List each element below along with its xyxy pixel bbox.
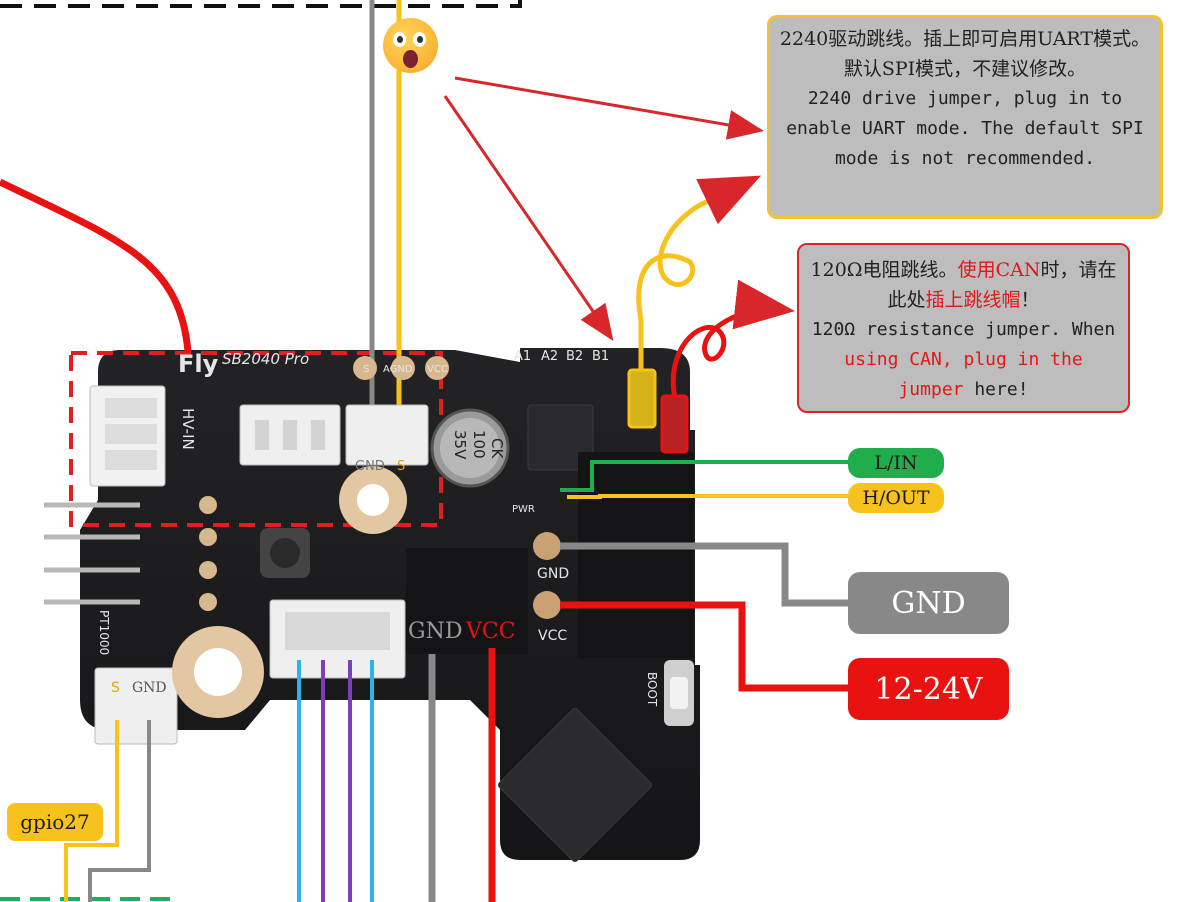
wire-gray-therm [88,720,151,902]
wire-red-vcc [560,601,848,692]
probe-gnd-label: GND [355,459,385,474]
board-model: SB2040 Pro [222,350,309,368]
wire-red-loop [670,279,795,399]
probe-s-label: S [397,459,405,474]
can-callout-zh: 120Ω电阻跳线。使用CAN时，请在此处插上跳线帽！ [810,259,1117,311]
dashed-frame-top [0,0,522,8]
probe-connector-top [345,404,429,466]
can-jumper-callout: 120Ω电阻跳线。使用CAN时，请在此处插上跳线帽！ 120Ω resistan… [797,243,1130,413]
pin-b1: B1 [592,349,609,364]
vcc-terminal-label: VCC [538,628,567,644]
driver-chip [527,404,594,471]
wire-gray-gnd [560,542,848,607]
gnd-terminal-label: GND [537,566,569,582]
arrow-to-callout [454,76,764,140]
wire-yellow-loop [636,175,762,372]
left-header-pins [44,502,140,605]
lin-label: L/IN [848,448,944,478]
hv-in-label: HV-IN [179,408,197,450]
wire-yellow-gpio [64,720,119,902]
hout-label: H/OUT [848,483,944,513]
pin-a1: A1 [514,349,531,364]
uart-callout-zh: 2240驱动跳线。插上即可启用UART模式。默认SPI模式，不建议修改。 [779,28,1151,80]
therm-s-label: S [111,680,120,696]
therm-gnd-label: GND [132,680,167,696]
wire-red-hv [0,178,192,353]
arrow-to-jumper [443,95,614,341]
cap-35v: 35V [451,430,469,460]
vcc-terminal [533,591,561,619]
shocked-emoji-icon [383,18,438,73]
wire-green-lin [560,460,848,492]
pwr-label: PWR [512,504,535,515]
uart-callout-en: 2240 drive jumper, plug in to enable UAR… [786,88,1144,169]
pin-a2: A2 [541,349,558,364]
pin-b2: B2 [566,349,583,364]
power-vcc-label: VCC [465,619,516,644]
cap-100: 100 [470,430,488,459]
gnd-terminal [533,532,561,560]
top-pin-s: S [363,364,369,375]
uart-jumper [627,368,657,429]
mcu-chip [497,707,653,863]
can-callout-en: 120Ω resistance jumper. When using CAN, … [811,319,1116,400]
uart-jumper-callout: 2240驱动跳线。插上即可启用UART模式。默认SPI模式，不建议修改。 224… [767,15,1163,219]
voltage-label: 12-24V [848,658,1009,720]
wire-yellow-hout [567,494,848,499]
cap-ck: CK [488,438,506,459]
can-jumper [660,394,689,454]
pt1000-label: PT1000 [97,610,111,655]
power-gnd-label: GND [408,619,462,644]
gnd-label: GND [848,572,1009,634]
top-pin-vcc: VCC [427,364,448,375]
can-block [578,452,694,658]
power-block [406,548,528,654]
gpio-label: gpio27 [7,803,103,841]
boot-label: BOOT [645,672,659,707]
top-pin-agnd: AGND [383,364,413,375]
board-logo: Fly [178,350,219,378]
